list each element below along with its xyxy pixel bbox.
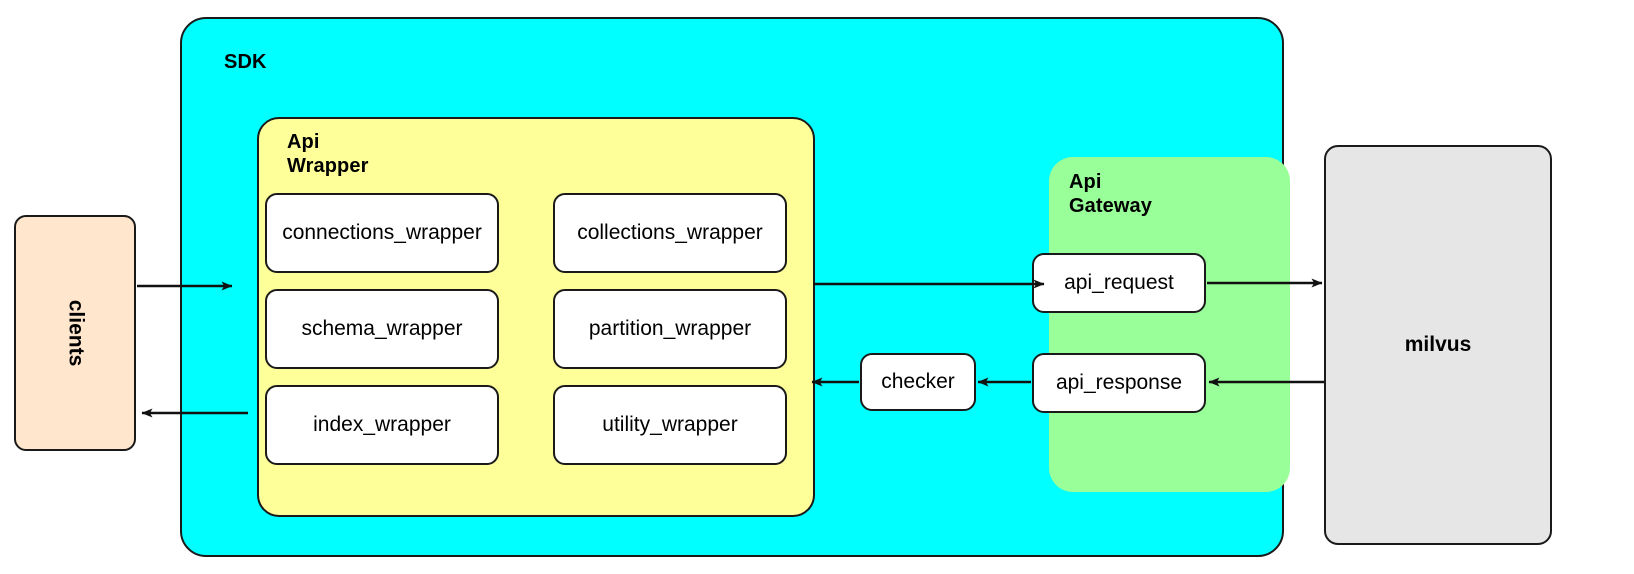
- api-gateway-container[interactable]: Api Gateway: [1049, 157, 1290, 492]
- api-wrapper-title: Api Wrapper: [287, 131, 369, 177]
- checker-node[interactable]: checker: [860, 353, 976, 411]
- clients-label: clients: [64, 299, 87, 367]
- module-connections-wrapper[interactable]: connections_wrapper: [265, 193, 499, 273]
- clients-label-rotated: clients: [16, 217, 134, 449]
- module-collections-wrapper[interactable]: collections_wrapper: [553, 193, 787, 273]
- clients-node[interactable]: clients: [14, 215, 136, 451]
- api-gateway-title: Api Gateway: [1069, 171, 1152, 217]
- module-index-wrapper[interactable]: index_wrapper: [265, 385, 499, 465]
- module-utility-wrapper[interactable]: utility_wrapper: [553, 385, 787, 465]
- api-request-node[interactable]: api_request: [1032, 253, 1206, 313]
- module-partition-wrapper[interactable]: partition_wrapper: [553, 289, 787, 369]
- milvus-node[interactable]: milvus: [1324, 145, 1552, 545]
- sdk-title: SDK: [224, 51, 267, 73]
- api-response-node[interactable]: api_response: [1032, 353, 1206, 413]
- module-schema-wrapper[interactable]: schema_wrapper: [265, 289, 499, 369]
